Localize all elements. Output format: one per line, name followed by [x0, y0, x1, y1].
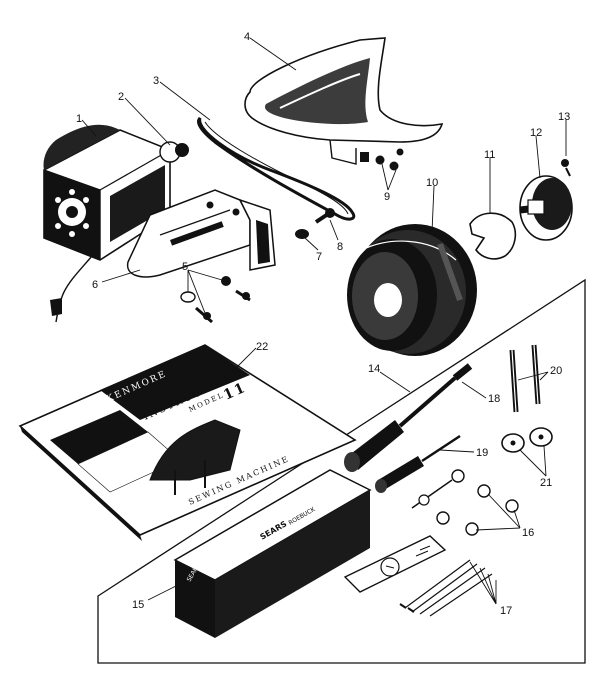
bobbin-pins — [411, 469, 519, 536]
callout-17: 17 — [500, 605, 512, 617]
callout-19: 19 — [476, 447, 488, 459]
callout-5: 5 — [182, 261, 188, 273]
callout-3: 3 — [153, 75, 159, 87]
motor-bracket — [126, 189, 276, 278]
callout-7: 7 — [316, 251, 322, 263]
bracket-screws — [180, 276, 251, 324]
callout-20: 20 — [550, 365, 562, 377]
clip — [469, 212, 517, 260]
callout-9: 9 — [384, 191, 390, 203]
belt-guard — [244, 37, 444, 165]
callout-10: 10 — [426, 177, 438, 189]
leader-lines — [81, 37, 567, 605]
needle-packet — [343, 535, 493, 617]
callout-14: 14 — [368, 363, 380, 375]
cord-plug — [50, 298, 62, 316]
callout-numbers: 1 2 3 4 5 6 7 8 9 10 11 12 13 14 15 16 1… — [76, 31, 570, 617]
kit-outline — [97, 278, 586, 664]
washer — [295, 229, 309, 239]
callout-12: 12 — [530, 127, 542, 139]
pulley — [347, 224, 477, 356]
callout-18: 18 — [488, 393, 500, 405]
knob-screw — [561, 159, 569, 167]
storage-box: SEARS ROEBUCK SEARS — [173, 469, 372, 638]
callout-22: 22 — [256, 341, 268, 353]
callout-11: 11 — [484, 149, 495, 161]
belt — [197, 116, 356, 221]
belt-inner-edge — [204, 121, 349, 215]
knob — [519, 175, 573, 241]
screwdriver-large — [344, 363, 473, 472]
spool-felts — [501, 427, 553, 453]
bracket-screw-head — [325, 208, 335, 218]
callout-2: 2 — [118, 91, 124, 103]
callout-8: 8 — [337, 241, 343, 253]
guard-screws — [360, 148, 404, 171]
knob-screw-shaft — [565, 167, 571, 177]
screwdriver-small — [375, 434, 461, 493]
callout-16: 16 — [522, 527, 534, 539]
callout-1: 1 — [76, 113, 82, 125]
callout-21: 21 — [540, 477, 552, 489]
callout-6: 6 — [92, 279, 98, 291]
spool-pins — [509, 344, 541, 413]
callout-15: 15 — [132, 599, 144, 611]
callout-4: 4 — [244, 31, 250, 43]
callout-13: 13 — [558, 111, 570, 123]
